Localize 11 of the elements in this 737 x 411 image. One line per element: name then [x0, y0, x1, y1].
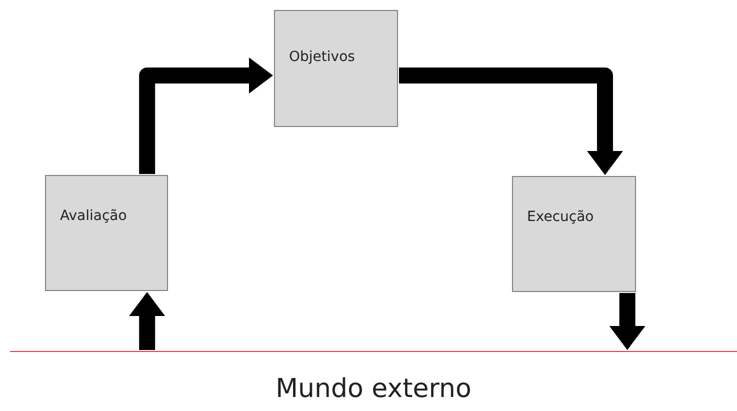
process-box — [512, 176, 636, 292]
process-box — [45, 175, 168, 291]
arrow — [609, 293, 646, 350]
node-label: Avaliação — [60, 208, 127, 224]
arrow — [399, 68, 623, 175]
node-label: Execução — [527, 209, 594, 225]
arrow — [129, 292, 166, 350]
node-label: Objetivos — [289, 49, 355, 65]
process-box — [274, 10, 398, 127]
arrow — [139, 58, 273, 174]
node-label: Mundo externo — [274, 374, 472, 404]
